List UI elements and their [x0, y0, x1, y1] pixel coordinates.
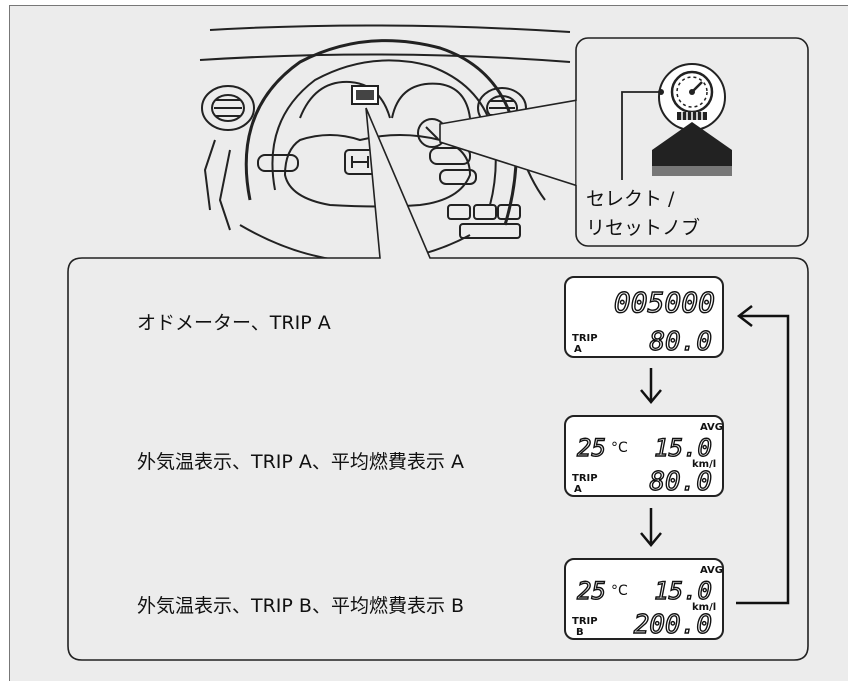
- callout-leader-line: [621, 91, 661, 180]
- odometer-value: 005000: [614, 286, 715, 319]
- trip-letter: A: [574, 344, 582, 355]
- down-arrow-1: [640, 368, 662, 404]
- trip-a-value: 80.0: [649, 467, 712, 497]
- trip-a-value: 80.0: [649, 327, 712, 357]
- lcd-display-temp-avg-b: AVG 25 °C 15.0 km/l TRIP B 200.0: [564, 558, 724, 641]
- return-loop-arrow: [736, 305, 790, 605]
- callout-box: セレクト / リセットノブ: [439, 37, 809, 247]
- trip-b-value: 200.0: [634, 610, 712, 640]
- trip-label: TRIP: [572, 473, 598, 484]
- avg-fuel-value: 15.0: [654, 434, 712, 462]
- temp-unit: °C: [611, 583, 628, 599]
- down-arrow-2: [640, 508, 662, 547]
- temp-unit: °C: [611, 440, 628, 456]
- callout-label-line2: リセットノブ: [586, 216, 700, 239]
- select-reset-knob-icon: [658, 63, 726, 131]
- km-per-l-unit: km/l: [692, 459, 716, 470]
- trip-letter: B: [576, 627, 584, 638]
- mode-label-odometer-trip-a: オドメーター、TRIP A: [137, 312, 331, 334]
- mode-label-temp-trip-b-avg-b: 外気温表示、TRIP B、平均燃費表示 B: [137, 595, 464, 617]
- trip-label: TRIP: [572, 616, 598, 627]
- display-panel: [67, 107, 809, 661]
- outside-temp-value: 25: [577, 434, 606, 462]
- km-per-l-unit: km/l: [692, 602, 716, 613]
- mode-label-temp-trip-a-avg-a: 外気温表示、TRIP A、平均燃費表示 A: [137, 451, 464, 473]
- trip-letter: A: [574, 484, 582, 495]
- push-arrow-icon: [652, 122, 732, 176]
- callout-label-line1: セレクト /: [586, 188, 675, 210]
- outside-temp-value: 25: [577, 577, 606, 605]
- lcd-display-odometer: 005000 TRIP A 80.0: [564, 276, 724, 358]
- trip-label: TRIP: [572, 333, 598, 344]
- avg-label: AVG: [700, 565, 723, 576]
- lcd-display-temp-avg-a: AVG 25 °C 15.0 km/l TRIP A 80.0: [564, 415, 724, 498]
- avg-fuel-value: 15.0: [654, 577, 712, 605]
- avg-label: AVG: [700, 422, 723, 433]
